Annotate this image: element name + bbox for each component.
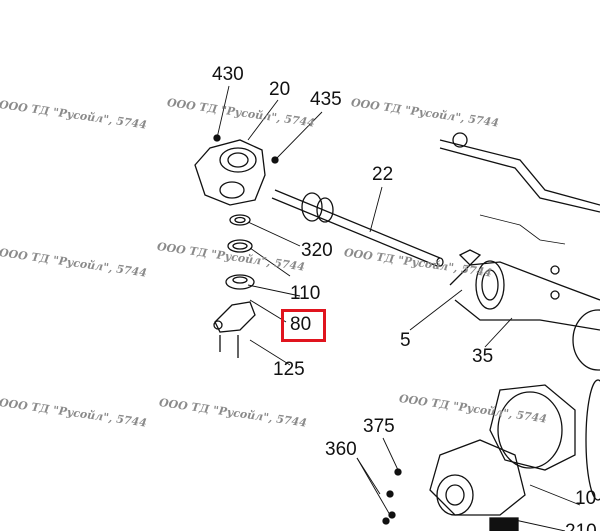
callout-110[interactable]: 110 <box>290 283 321 304</box>
bearing-ring <box>227 239 253 253</box>
callout-210[interactable]: 210 <box>565 522 597 531</box>
seal-320 <box>229 214 251 226</box>
callout-20[interactable]: 20 <box>269 79 291 100</box>
callout-360[interactable]: 360 <box>325 439 357 460</box>
callout-125[interactable]: 125 <box>273 359 305 380</box>
differential-carrier <box>429 379 600 531</box>
highlight-box <box>281 309 326 342</box>
callout-435[interactable]: 435 <box>310 89 342 110</box>
callout-80[interactable]: 80 <box>290 314 312 335</box>
axle-housing <box>449 249 600 371</box>
callout-22[interactable]: 22 <box>372 164 394 185</box>
callout-320[interactable]: 320 <box>301 240 333 261</box>
callout-430[interactable]: 430 <box>212 64 244 85</box>
tie-rod <box>439 132 600 300</box>
callout-5[interactable]: 5 <box>400 330 411 351</box>
callout-375[interactable]: 375 <box>363 416 395 437</box>
leader-lines <box>216 85 581 531</box>
callout-10[interactable]: 10 <box>575 488 597 509</box>
bearing-110 <box>225 274 255 290</box>
callout-35[interactable]: 35 <box>472 346 494 367</box>
steering-knuckle <box>194 134 279 206</box>
steering-arm-80 <box>213 301 256 358</box>
axle-shaft <box>271 189 444 267</box>
bolts-360-375 <box>382 468 402 525</box>
